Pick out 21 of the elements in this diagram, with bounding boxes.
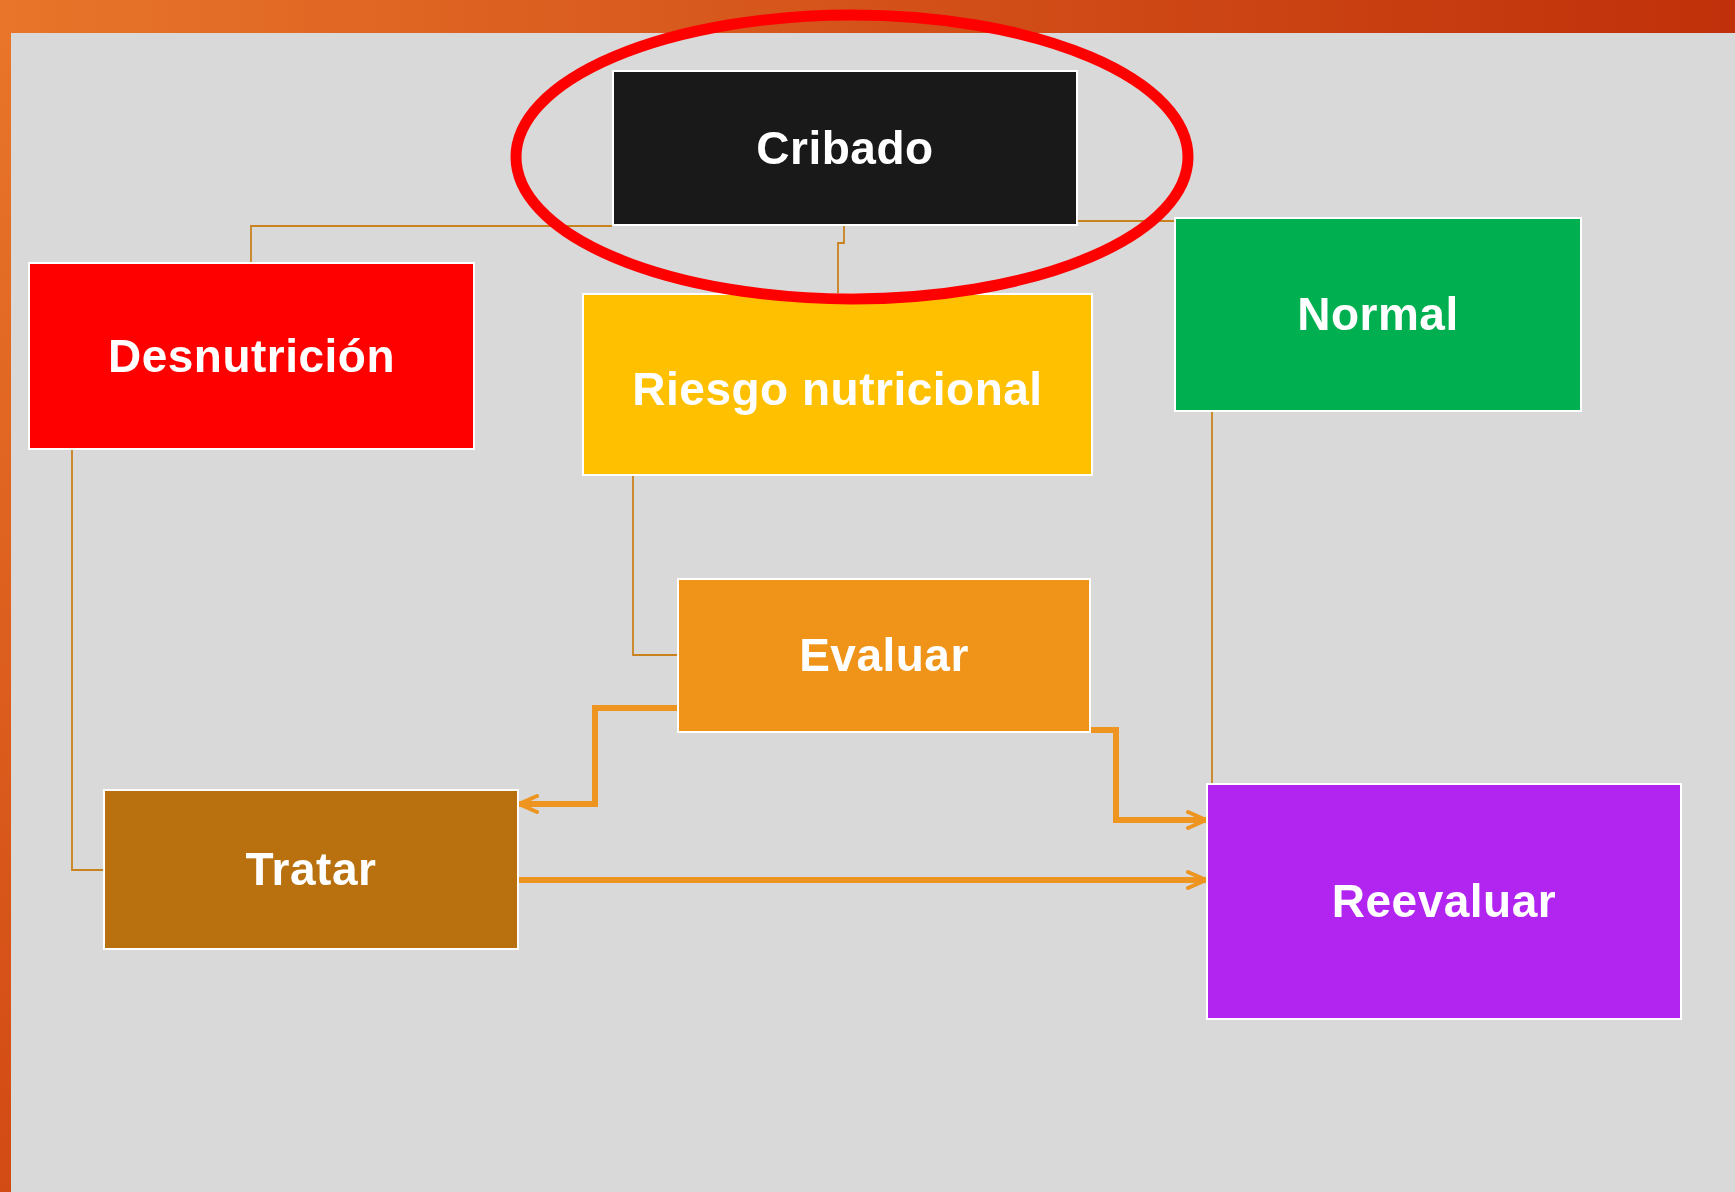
process-box xyxy=(677,578,1091,733)
connector-line xyxy=(632,475,678,656)
connector-line xyxy=(1211,411,1213,784)
node-label: Cribado xyxy=(756,122,934,174)
connector-line xyxy=(837,225,845,294)
node-label: Tratar xyxy=(245,844,377,895)
node-label: Evaluar xyxy=(799,630,969,681)
process-box xyxy=(612,70,1078,226)
process-box xyxy=(582,293,1093,476)
process-box xyxy=(103,789,519,950)
process-box xyxy=(1206,783,1682,1020)
node-label: Reevaluar xyxy=(1331,876,1557,927)
connector-line xyxy=(71,449,104,871)
node-label: Normal xyxy=(1297,289,1459,340)
arrow xyxy=(519,870,1208,890)
arrow xyxy=(1091,727,1208,830)
connector-line xyxy=(250,225,613,263)
node-label: Desnutrición xyxy=(107,330,396,382)
process-box xyxy=(1174,217,1582,412)
node-label: Riesgo nutricional xyxy=(632,364,1043,415)
process-box xyxy=(28,262,475,450)
